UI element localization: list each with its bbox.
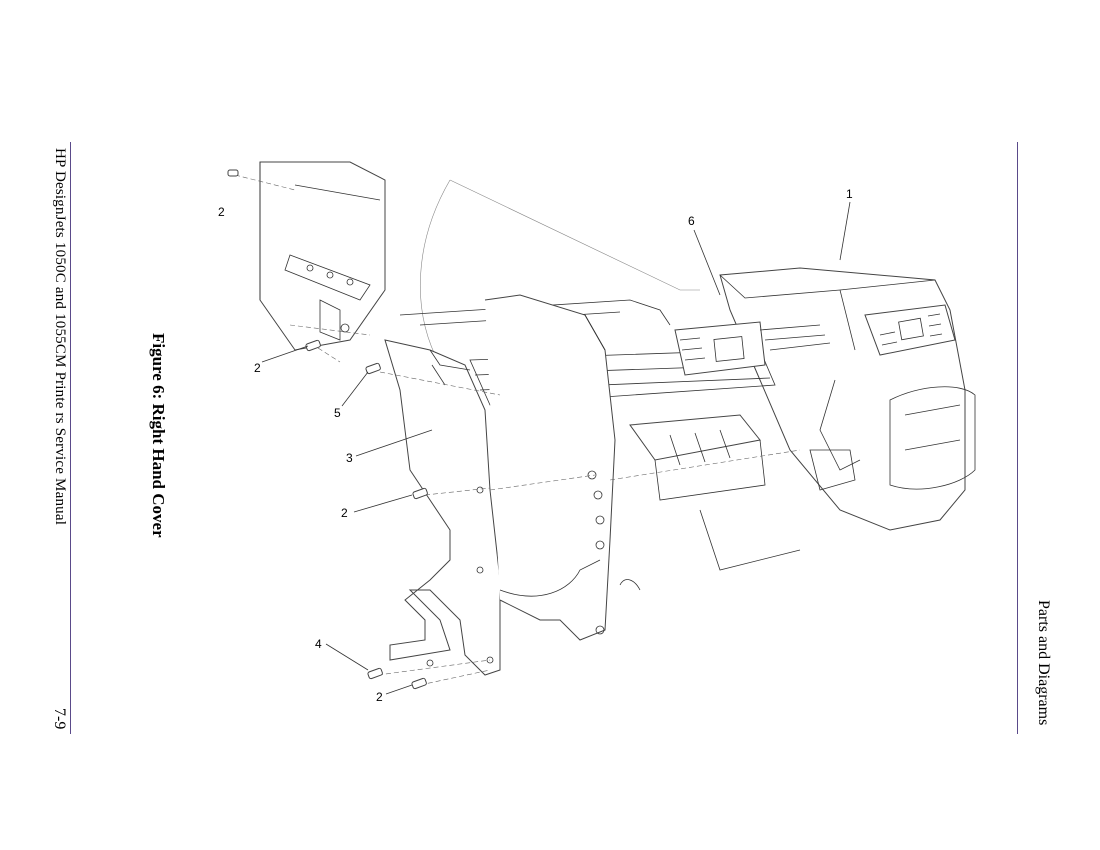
printer-body bbox=[719, 267, 976, 531]
callout-2: 2 bbox=[341, 506, 348, 520]
detail-inset bbox=[259, 161, 700, 396]
right-margin-rule bbox=[1017, 142, 1018, 734]
page-number: 7-9 bbox=[51, 708, 68, 730]
screw-icon bbox=[411, 677, 427, 690]
callout-3: 3 bbox=[346, 451, 353, 465]
screw-icon bbox=[412, 487, 428, 500]
callout-2: 2 bbox=[376, 690, 383, 704]
figure-caption: Figure 6: Right Hand Cover bbox=[149, 333, 168, 538]
callout-1: 1 bbox=[846, 187, 853, 201]
manual-title: HP DesignJets 1050C and 1055CM Printe rs… bbox=[52, 148, 68, 526]
callout-4: 4 bbox=[315, 637, 322, 651]
callout-5: 5 bbox=[334, 406, 341, 420]
screw-icon bbox=[365, 362, 381, 375]
left-margin-rule bbox=[70, 142, 71, 734]
leader-lines bbox=[261, 201, 851, 695]
screw-icon bbox=[227, 169, 239, 177]
screw-icon bbox=[367, 667, 383, 680]
screw-icon bbox=[305, 339, 321, 352]
callout-6: 6 bbox=[688, 214, 695, 228]
callout-2: 2 bbox=[254, 361, 261, 375]
exploded-parts-diagram: 1 6 2 2 5 3 2 4 2 bbox=[218, 161, 976, 704]
media-tray bbox=[629, 414, 801, 571]
section-header: Parts and Diagrams bbox=[1035, 600, 1052, 726]
frame-plate bbox=[484, 294, 641, 641]
callout-2: 2 bbox=[218, 205, 225, 219]
fasteners bbox=[227, 169, 801, 690]
